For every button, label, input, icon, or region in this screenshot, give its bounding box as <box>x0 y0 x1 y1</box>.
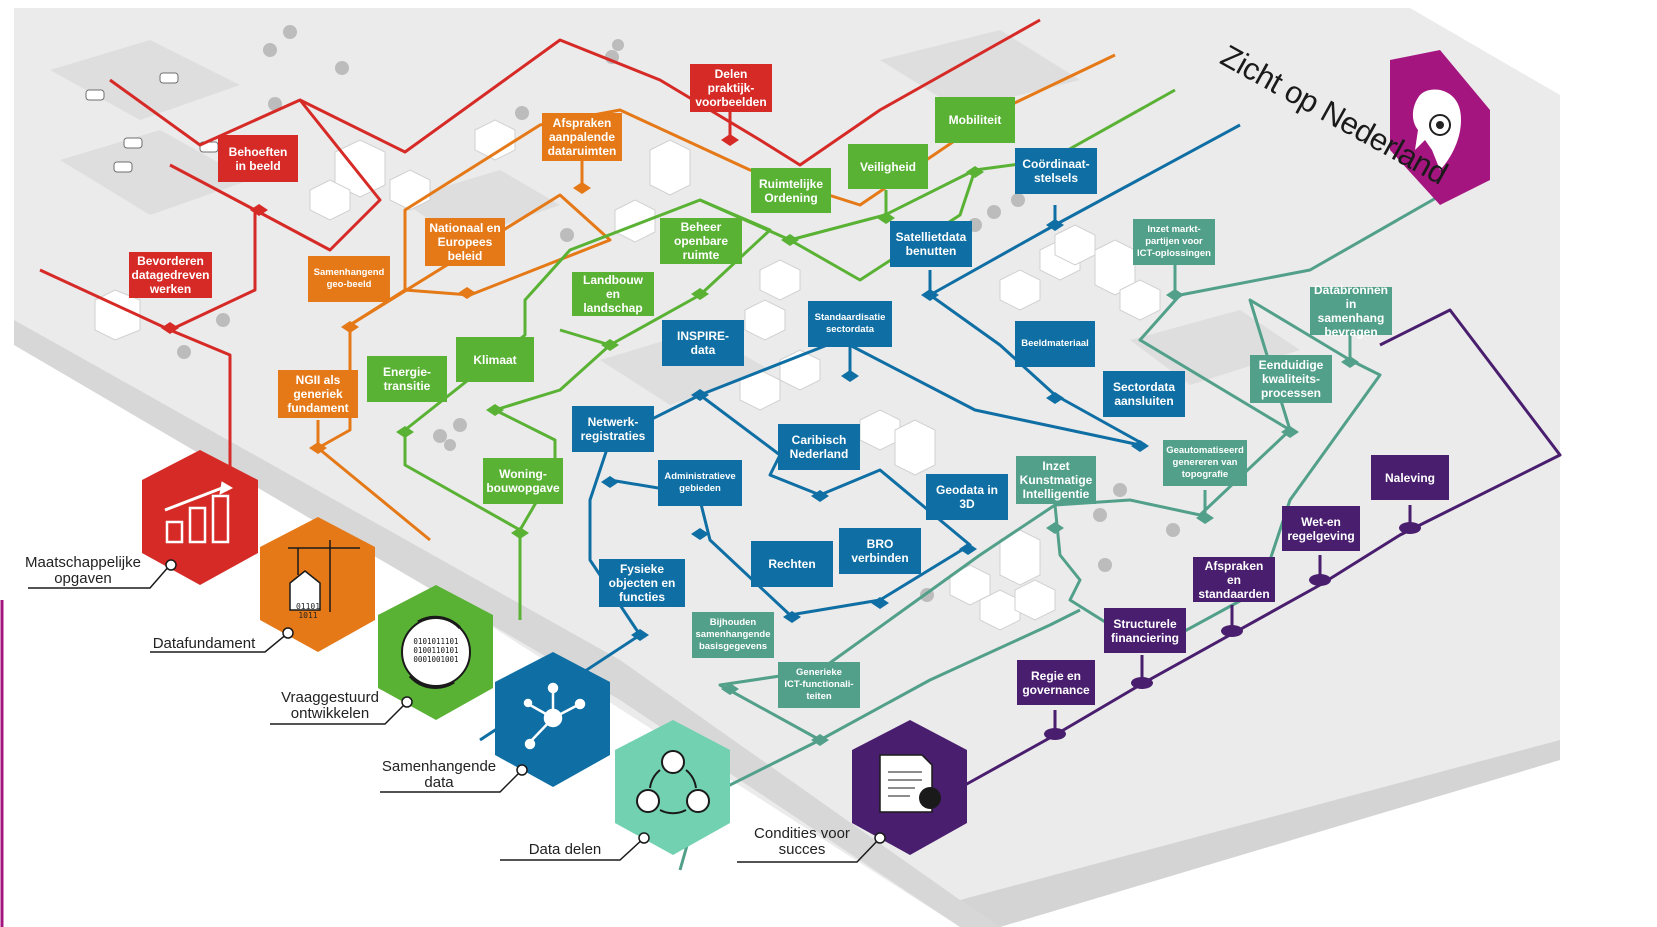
caption-maatschappelijke-opgaven: Maatschappelijke opgaven <box>25 554 141 587</box>
label-geautomatiseerd-topografie[interactable]: Geautomatiseerd genereren van topografie <box>1163 440 1247 486</box>
label-bevorderen-datagedreven-werken[interactable]: Bevorderen datagedreven werken <box>129 252 212 298</box>
label-naleving[interactable]: Naleving <box>1371 455 1449 500</box>
label-inspire-data[interactable]: INSPIRE-data <box>662 320 744 366</box>
ground-plane-edge-right <box>960 740 1560 927</box>
label-coordinaatstelsels[interactable]: Coördinaat- stelsels <box>1015 148 1097 194</box>
caption-condities-voor-succes: Condities voor succes <box>754 825 850 858</box>
caption-samenhangende-data: Samenhangende data <box>381 758 497 791</box>
caption-pointers <box>28 559 886 863</box>
trees <box>177 25 1180 602</box>
label-netwerkregistraties[interactable]: Netwerk- registraties <box>572 406 654 452</box>
bar-chart-icon <box>164 481 234 544</box>
label-behoeften-in-beeld[interactable]: Behoeften in beeld <box>218 135 298 182</box>
label-bijhouden-basisgegevens[interactable]: Bijhouden samenhangende basisgegevens <box>692 612 774 658</box>
label-administratieve-gebieden[interactable]: Administratieve gebieden <box>658 460 742 506</box>
binary-cycle-icon <box>401 615 471 689</box>
caption-datafundament: Datafundament <box>152 635 256 652</box>
label-satellietdata-benutten[interactable]: Satellietdata benutten <box>890 221 972 267</box>
label-fysieke-objecten-en-functies[interactable]: Fysieke objecten en functies <box>599 559 685 607</box>
house-binary-text: 01101 1011 <box>295 602 321 620</box>
label-inzet-marktpartijen[interactable]: Inzet markt- partijen voor ICT-oplossing… <box>1133 219 1215 265</box>
label-sectordata-aansluiten[interactable]: Sectordata aansluiten <box>1103 371 1185 417</box>
caption-data-delen: Data delen <box>528 841 602 858</box>
label-samenhangend-geo-beeld[interactable]: Samenhangend geo-beeld <box>308 256 390 302</box>
caption-vraaggestuurd-ontwikkelen: Vraaggestuurd ontwikkelen <box>281 689 379 722</box>
cows <box>85 72 219 173</box>
label-geodata-in-3d[interactable]: Geodata in 3D <box>926 474 1008 520</box>
label-generieke-ict-functionaliteiten[interactable]: Generieke ICT-functionali- teiten <box>778 662 860 708</box>
crane-house-icon <box>288 540 360 612</box>
label-wet-en-regelgeving[interactable]: Wet-en regelgeving <box>1282 506 1360 551</box>
label-databronnen-in-samenhang[interactable]: Databronnen in samenhang bevragen <box>1310 283 1392 339</box>
purple-stations <box>1044 522 1421 740</box>
share-cycle-icon <box>636 750 710 815</box>
label-nationaal-europees-beleid[interactable]: Nationaal en Europees beleid <box>425 218 505 266</box>
label-ngii-generiek-fundament[interactable]: NGII als generiek fundament <box>278 370 358 418</box>
label-standaardisatie-sectordata[interactable]: Standaardisatie sectordata <box>808 301 892 347</box>
ground-plane-side <box>14 320 1000 927</box>
label-rechten[interactable]: Rechten <box>751 541 833 587</box>
label-woningbouwopgave[interactable]: Woning- bouwopgave <box>483 458 563 504</box>
label-beheer-openbare-ruimte[interactable]: Beheer openbare ruimte <box>660 218 742 264</box>
label-caribisch-nederland[interactable]: Caribisch Nederland <box>778 424 860 470</box>
label-delen-praktijkvoorbeelden[interactable]: Delen praktijk- voorbeelden <box>690 64 772 112</box>
zicht-op-nederland-logo <box>1390 50 1490 205</box>
category-hexagons <box>142 450 967 855</box>
label-structurele-financiering[interactable]: Structurele financiering <box>1104 608 1186 653</box>
binary-icon-text: 0101011101 0100110101 0001001001 <box>413 637 459 664</box>
network-node-icon <box>523 682 586 750</box>
label-eenduidige-kwaliteitsprocessen[interactable]: Eenduidige kwaliteits- processen <box>1250 355 1332 403</box>
label-afspraken-en-standaarden[interactable]: Afspraken en standaarden <box>1193 557 1275 602</box>
label-energietransitie[interactable]: Energie- transitie <box>367 356 447 402</box>
label-mobiliteit[interactable]: Mobiliteit <box>935 97 1015 143</box>
label-afspraken-aanpalende-dataruimten[interactable]: Afspraken aanpalende dataruimten <box>542 113 622 161</box>
document-seal-icon <box>879 754 941 813</box>
label-klimaat[interactable]: Klimaat <box>456 337 534 382</box>
label-veiligheid[interactable]: Veiligheid <box>848 144 928 189</box>
label-inzet-kunstmatige-intelligentie[interactable]: Inzet Kunstmatige Intelligentie <box>1016 456 1096 504</box>
label-landbouw-en-landschap[interactable]: Landbouw en landschap <box>572 272 654 316</box>
label-beeldmateriaal[interactable]: Beeldmateriaal <box>1015 321 1095 367</box>
label-regie-en-governance[interactable]: Regie en governance <box>1017 660 1095 705</box>
label-ruimtelijke-ordening[interactable]: Ruimtelijke Ordening <box>751 168 831 213</box>
label-bro-verbinden[interactable]: BRO verbinden <box>839 528 921 574</box>
